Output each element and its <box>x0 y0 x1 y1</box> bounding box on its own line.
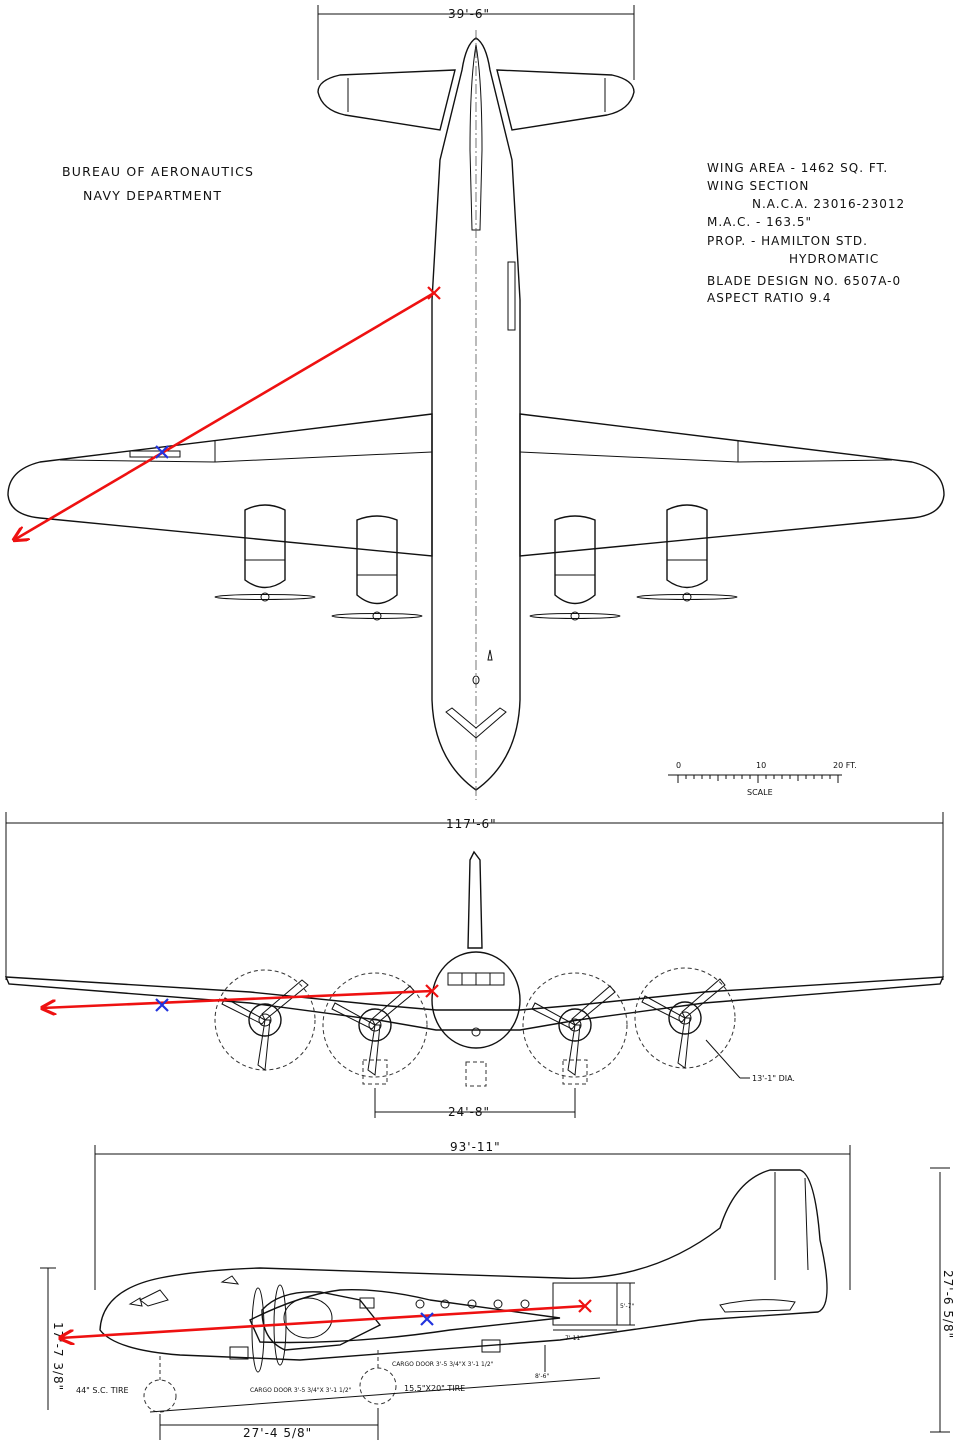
annotation-arrow-side <box>60 1304 586 1338</box>
prop-dia-label: 13'-1" DIA. <box>752 1074 795 1083</box>
gear-side <box>143 1350 397 1413</box>
wing-side <box>249 1289 561 1344</box>
windows-side <box>359 1297 530 1309</box>
side-view: 93'-11" 5'-7" 7'-11" 8'-6" <box>40 1140 955 1440</box>
vertical-fin-front <box>467 850 483 949</box>
prop-discs-front <box>214 967 736 1078</box>
spec-blade: BLADE DESIGN NO. 6507A-0 <box>707 274 901 288</box>
scale-label: SCALE <box>747 788 773 797</box>
spec-wing-area: WING AREA - 1462 SQ. FT. <box>707 161 888 175</box>
scale-tick-0: 0 <box>676 761 681 770</box>
spec-prop-1: PROP. - HAMILTON STD. <box>707 234 868 248</box>
gear-front <box>362 1059 588 1087</box>
nacelles-plan <box>244 504 708 605</box>
fuselage-side <box>99 1169 828 1361</box>
annotations <box>14 286 592 1338</box>
annotation-red-cross-front <box>425 984 439 998</box>
wheelbase-label: 27'-4 5/8" <box>243 1426 312 1440</box>
spec-naca: N.A.C.A. 23016-23012 <box>752 197 905 211</box>
scale-bar: 0 10 20 FT. SCALE <box>668 761 857 797</box>
scale-tick-20: 20 FT. <box>833 761 857 770</box>
door-sill-label: 8'-6" <box>535 1373 549 1380</box>
wing-front <box>4 976 945 1031</box>
door-height-label: 5'-7" <box>620 1303 634 1310</box>
horizontal-stabilizer <box>317 69 456 131</box>
nacelle-side <box>261 1291 382 1351</box>
cargo-door-rear <box>552 1282 618 1326</box>
org-line-2: NAVY DEPARTMENT <box>83 188 222 203</box>
tread-label: 24'-8" <box>448 1105 490 1119</box>
annotation-arrow-plan <box>14 291 435 540</box>
tail-height-label: 27'-6 5/8" <box>941 1270 955 1339</box>
annotation-blue-cross-front <box>155 998 169 1012</box>
annotation-blue-cross-side <box>420 1312 434 1326</box>
scale-tick-10: 10 <box>756 761 766 770</box>
cargo-door-label-2: CARGO DOOR 3'-5 3/4"X 3'-1 1/2" <box>392 1361 494 1368</box>
spec-aspect: ASPECT RATIO 9.4 <box>707 291 832 305</box>
plan-view: 39'-6" <box>7 5 945 800</box>
prop-blades-front <box>221 978 726 1076</box>
annotation-arrow-front <box>42 989 433 1008</box>
tail-span-label: 39'-6" <box>448 7 490 21</box>
nose-tire-label: 44" S.C. TIRE <box>76 1386 129 1395</box>
length-label: 93'-11" <box>450 1140 501 1154</box>
wing-span-label: 117'-6" <box>446 817 497 831</box>
annotation-red-cross-plan <box>427 286 441 300</box>
specs-block: WING AREA - 1462 SQ. FT. WING SECTION N.… <box>707 161 905 305</box>
annotation-blue-cross-plan <box>155 445 169 459</box>
org-line-1: BUREAU OF AERONAUTICS <box>62 164 254 179</box>
spec-mac: M.A.C. - 163.5" <box>707 215 812 229</box>
left-wing-plan <box>7 413 433 557</box>
spec-wing-section: WING SECTION <box>707 179 809 193</box>
right-wing-plan <box>519 413 945 557</box>
fuselage-height-label: 17'-7 3/8" <box>51 1322 65 1391</box>
front-view: 117'-6" <box>4 812 945 1119</box>
cargo-door-label-1: CARGO DOOR 3'-5 3/4"X 3'-1 1/2" <box>250 1387 352 1394</box>
spec-prop-2: HYDROMATIC <box>789 252 879 266</box>
fuselage-front <box>431 951 521 1049</box>
propellers-plan <box>214 592 738 621</box>
main-tire-label: 15.5"X20" TIRE <box>404 1384 465 1393</box>
annotation-red-cross-side <box>578 1299 592 1313</box>
door-width-label: 7'-11" <box>565 1335 583 1342</box>
